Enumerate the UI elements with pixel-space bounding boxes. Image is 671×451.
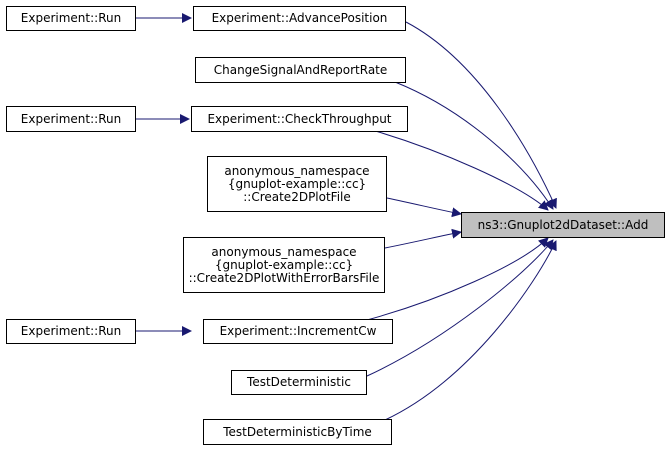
node-label: Experiment::CheckThroughput <box>207 111 392 126</box>
node-label: ChangeSignalAndReportRate <box>213 62 388 77</box>
node-label-line-1: anonymous_namespace <box>224 163 370 178</box>
node-label-line-3: ::Create2DPlotFile <box>243 189 351 204</box>
node-gnuplot2d-dataset-add[interactable]: ns3::Gnuplot2dDataset::Add <box>461 212 665 238</box>
node-create-2d-plot-with-error-bars-file[interactable]: anonymous_namespace {gnuplot-example::cc… <box>183 237 385 293</box>
node-experiment-run-2[interactable]: Experiment::Run <box>6 106 136 132</box>
node-label: Experiment::AdvancePosition <box>211 11 388 25</box>
node-label: ns3::Gnuplot2dDataset::Add <box>477 217 649 232</box>
node-label-line-1: anonymous_namespace <box>211 244 357 259</box>
node-create-2d-plot-file[interactable]: anonymous_namespace {gnuplot-example::cc… <box>207 156 387 212</box>
edge-test-deterministic-by-time-to-add <box>384 240 557 421</box>
node-label-line-3: ::Create2DPlotWithErrorBarsFile <box>188 270 380 285</box>
node-label-line-2: {gnuplot-example::cc} <box>214 257 354 272</box>
edge-check-throughput-to-add <box>371 129 549 211</box>
node-test-deterministic-by-time[interactable]: TestDeterministicByTime <box>203 419 392 445</box>
node-check-throughput[interactable]: Experiment::CheckThroughput <box>191 106 408 132</box>
edge-create2dplot-errorbars-to-add <box>384 228 462 249</box>
node-label-line-2: {gnuplot-example::cc} <box>227 176 367 191</box>
node-experiment-run-1[interactable]: Experiment::Run <box>6 6 136 31</box>
edge-create2dplotfile-to-add <box>386 197 462 218</box>
edge-increment-cw-to-add <box>366 237 549 321</box>
edge-advance-position-to-add <box>405 21 557 209</box>
node-label: Experiment::Run <box>20 111 122 126</box>
node-label: Experiment::Run <box>20 11 122 25</box>
node-increment-cw[interactable]: Experiment::IncrementCw <box>203 319 393 344</box>
node-label: Experiment::Run <box>20 324 122 338</box>
node-label: Experiment::IncrementCw <box>219 324 377 338</box>
node-label: TestDeterministic <box>247 375 351 389</box>
edge-test-deterministic-to-add <box>366 239 554 377</box>
node-experiment-run-3[interactable]: Experiment::Run <box>6 319 136 344</box>
edge-change-signal-to-add <box>394 81 554 210</box>
node-advance-position[interactable]: Experiment::AdvancePosition <box>193 6 406 31</box>
node-change-signal-and-report-rate[interactable]: ChangeSignalAndReportRate <box>195 57 406 83</box>
node-test-deterministic[interactable]: TestDeterministic <box>231 370 367 395</box>
node-label: TestDeterministicByTime <box>223 424 372 439</box>
